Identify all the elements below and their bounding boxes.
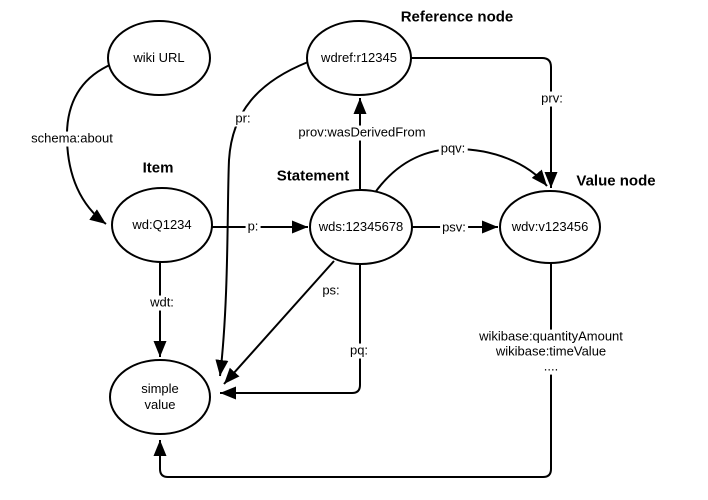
edge-label-pr: pr: bbox=[233, 110, 253, 127]
statement-label: wds:12345678 bbox=[318, 218, 404, 234]
value-node-heading: Value node bbox=[576, 172, 656, 190]
edge-label-prov-was-derived-from: prov:wasDerivedFrom bbox=[296, 124, 428, 141]
item-node bbox=[111, 187, 213, 263]
item-label: wd:Q1234 bbox=[132, 216, 192, 232]
simple-value-label: simple value bbox=[141, 380, 179, 412]
edge-label-pqv: pqv: bbox=[438, 140, 468, 157]
edge-prv bbox=[411, 57, 558, 188]
edge-label-psv: psv: bbox=[440, 219, 468, 236]
edge-label-schema-about: schema:about bbox=[29, 130, 115, 147]
item-heading: Item bbox=[142, 159, 174, 177]
reference-node-heading: Reference node bbox=[400, 8, 514, 26]
edge-pr bbox=[215, 61, 309, 377]
simple-value-node bbox=[109, 359, 211, 435]
reference-node bbox=[306, 20, 412, 96]
value-node bbox=[499, 190, 601, 264]
edge-wikibase-values bbox=[153, 263, 552, 478]
edge-label-prv: prv: bbox=[539, 90, 565, 107]
edge-label-wikibase-values: wikibase:quantityAmount wikibase:timeVal… bbox=[477, 328, 625, 375]
reference-label: wdref:r12345 bbox=[321, 49, 397, 65]
edge-label-p: p: bbox=[245, 218, 261, 235]
wiki-url-label: wiki URL bbox=[133, 49, 185, 65]
edge-label-pq: pq: bbox=[347, 342, 371, 359]
edge-pq bbox=[220, 264, 361, 400]
statement-heading: Statement bbox=[276, 167, 350, 185]
edge-label-ps: ps: bbox=[320, 282, 342, 299]
edge-label-wdt: wdt: bbox=[148, 294, 176, 311]
statement-node bbox=[309, 189, 413, 265]
value-label: wdv:v123456 bbox=[511, 218, 589, 234]
wiki-url-node bbox=[107, 20, 211, 96]
edge-ps bbox=[223, 260, 335, 385]
